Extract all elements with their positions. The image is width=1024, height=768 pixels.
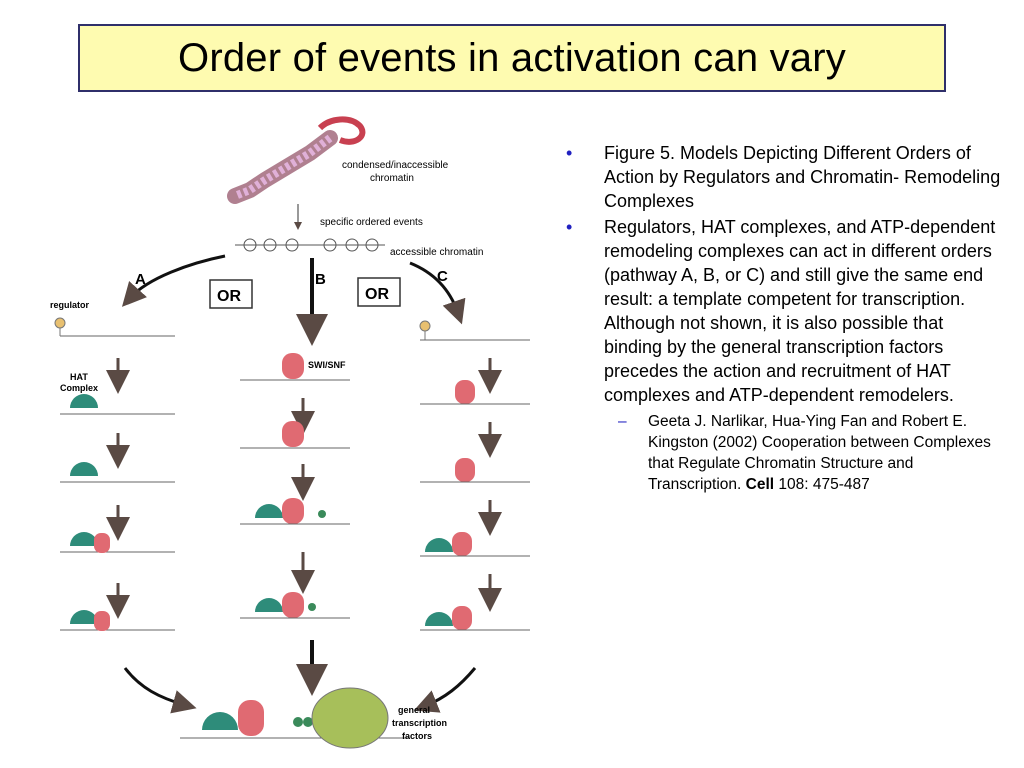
label-path-b: B	[315, 271, 326, 288]
bullet-text-1: Figure 5. Models Depicting Different Ord…	[604, 143, 1001, 211]
citation-ref: 108: 475-487	[778, 476, 870, 493]
column-b-steps	[240, 353, 350, 619]
label-path-c: C	[437, 268, 448, 285]
label-gtf-1: general	[398, 705, 430, 715]
label-hat-complex: Complex	[60, 383, 98, 393]
label-gtf-2: transcription	[392, 718, 447, 728]
figure-pathways-diagram: condensed/inaccessible chromatin specifi…	[30, 108, 550, 763]
column-c-steps	[419, 320, 530, 631]
label-hat: HAT	[70, 372, 88, 382]
arrow-path-c	[409, 261, 466, 325]
bullet-figure-caption: • Figure 5. Models Depicting Different O…	[566, 141, 1006, 213]
arrow-c-bottom	[413, 667, 477, 713]
label-specific-events: specific ordered events	[320, 217, 423, 228]
column-a-steps	[54, 317, 175, 631]
bullet-description: • Regulators, HAT complexes, and ATP-dep…	[566, 215, 1006, 407]
citation-journal: Cell	[745, 476, 775, 493]
label-path-a: A	[135, 271, 146, 288]
label-condensed: condensed/inaccessible	[342, 160, 449, 171]
label-swisnf: SWI/SNF	[308, 360, 346, 370]
slide-title: Order of events in activation can vary	[178, 35, 846, 80]
bullet-text-2: Regulators, HAT complexes, and ATP-depen…	[604, 217, 996, 405]
label-condensed-2: chromatin	[370, 173, 414, 184]
label-gtf-3: factors	[402, 731, 432, 741]
or-label-right: OR	[365, 286, 389, 303]
bullet-mark-1: •	[566, 143, 573, 163]
condensed-chromatin-illustration	[227, 116, 366, 204]
bullet-mark-2: •	[566, 217, 573, 237]
arrow-a-bottom	[123, 667, 197, 714]
or-label-left: OR	[217, 288, 241, 305]
or-box-left	[209, 279, 253, 309]
accessible-chromatin-illustration	[235, 238, 385, 252]
citation: – Geeta J. Narlikar, Hua-Ying Fan and Ro…	[566, 411, 1006, 495]
arrow-path-a	[121, 254, 226, 307]
label-accessible: accessible chromatin	[390, 247, 483, 258]
bullet-list: • Figure 5. Models Depicting Different O…	[566, 141, 1006, 495]
final-transcription-complex	[180, 687, 410, 749]
figure-svg: condensed/inaccessible chromatin specifi…	[50, 116, 530, 749]
title-box: Order of events in activation can vary	[78, 24, 946, 92]
citation-dash: –	[618, 413, 627, 430]
or-box-right	[357, 277, 401, 307]
citation-text: Geeta J. Narlikar, Hua-Ying Fan and Robe…	[648, 413, 991, 493]
label-regulator: regulator	[50, 300, 90, 310]
